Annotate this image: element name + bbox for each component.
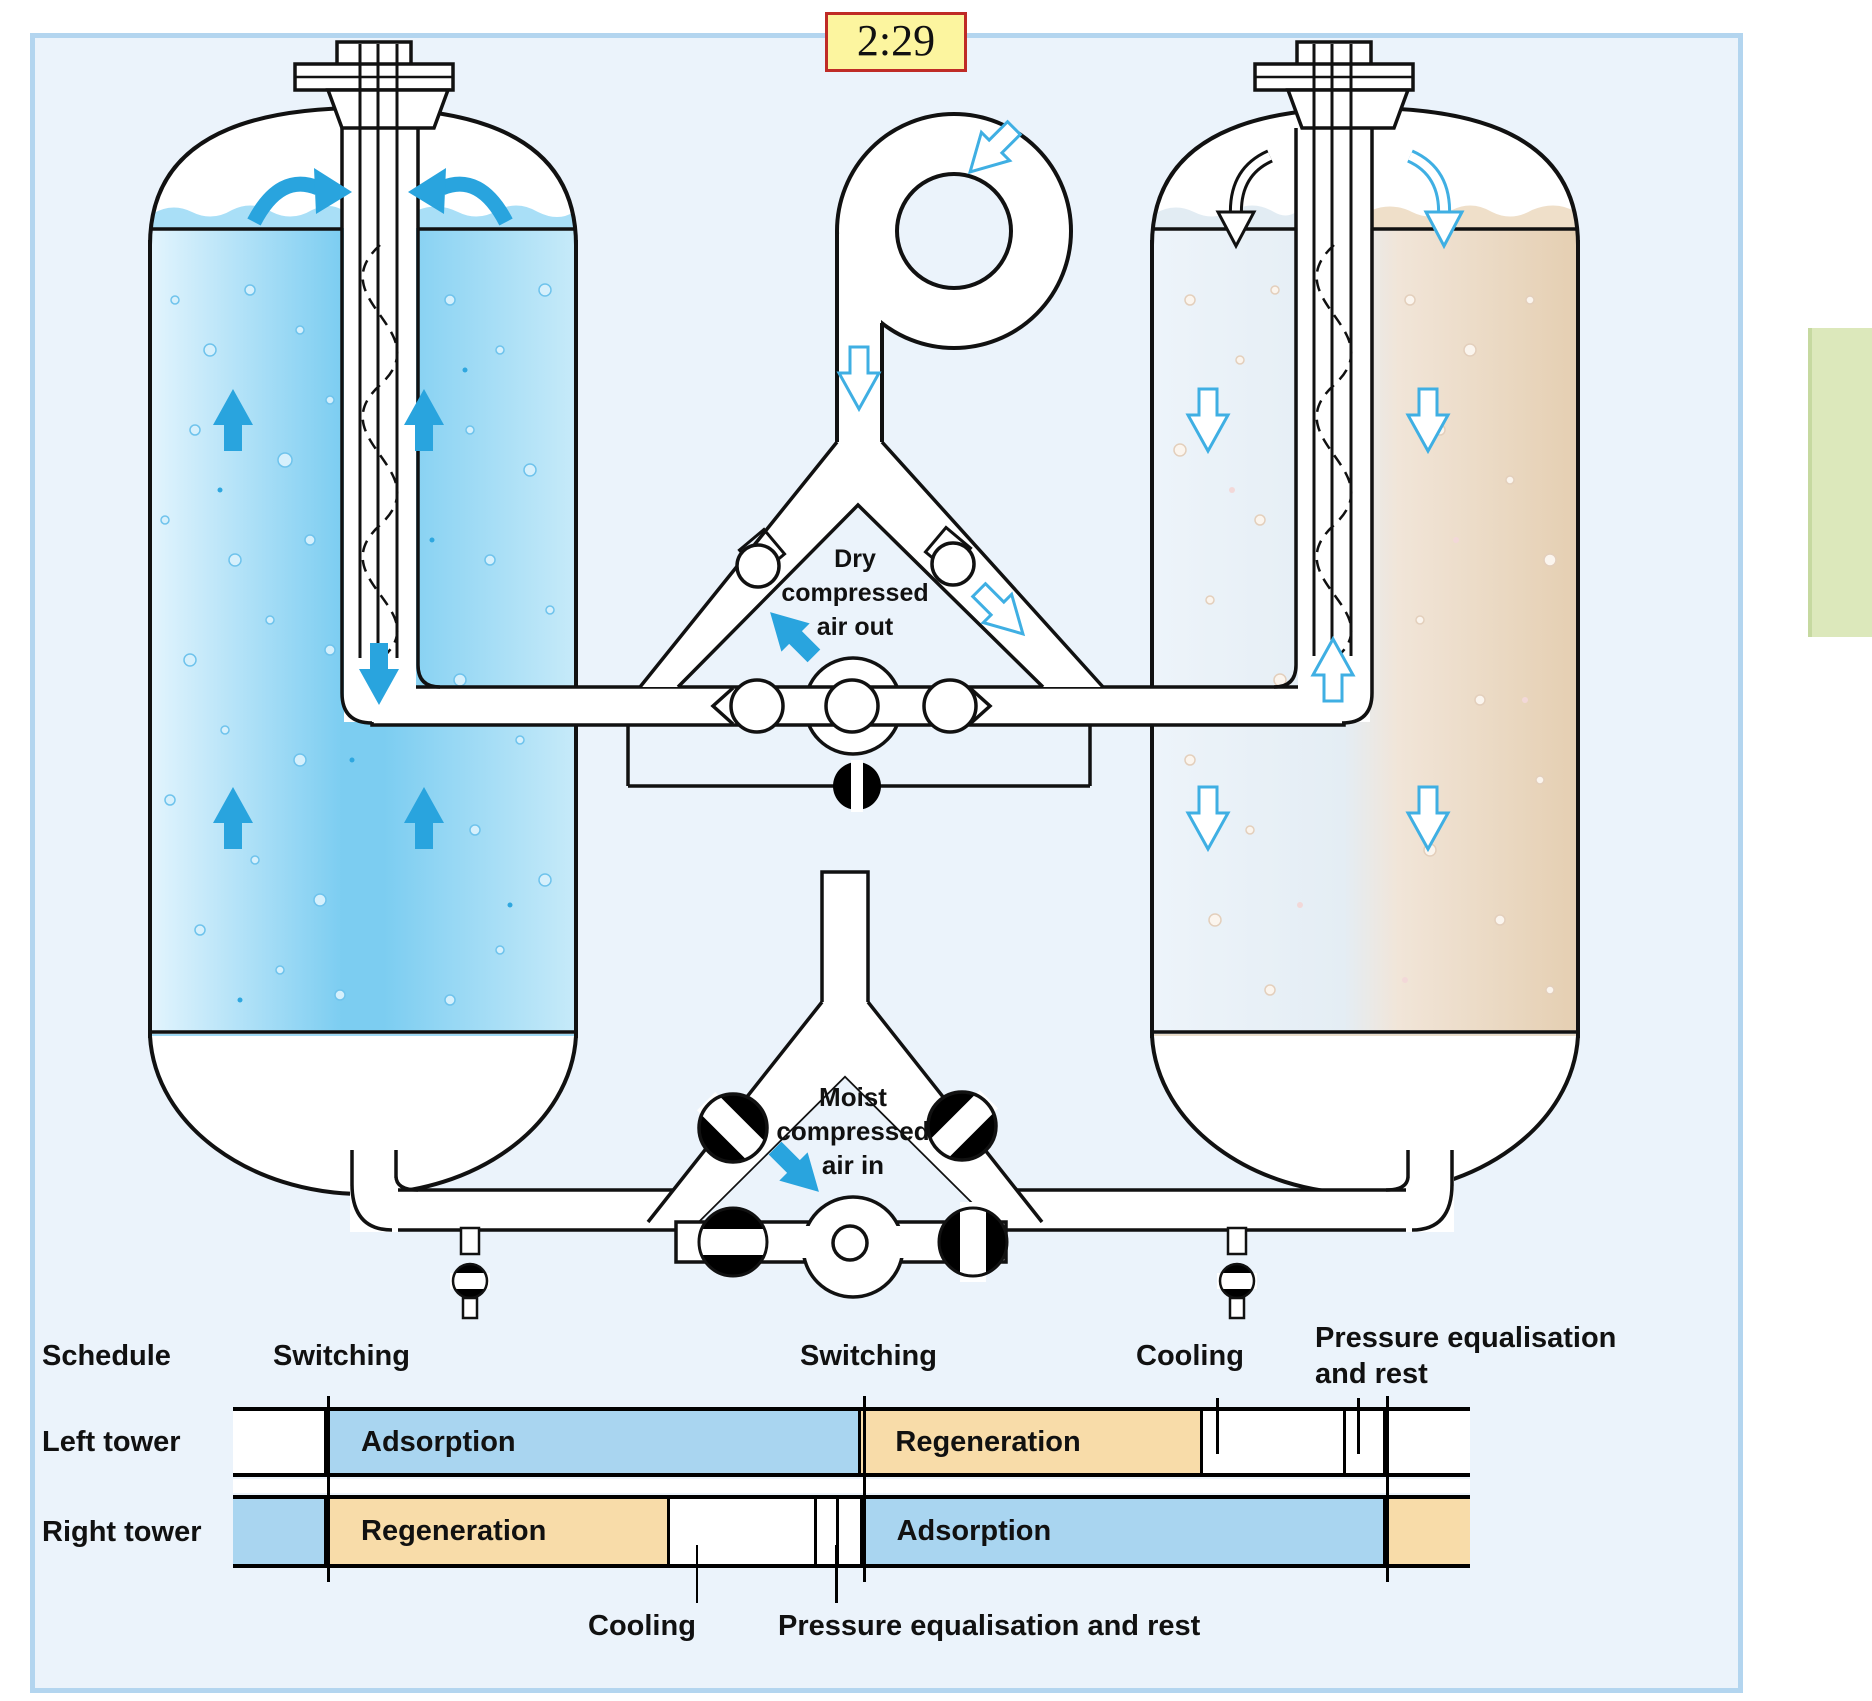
inlet-valve-center xyxy=(831,1224,869,1262)
exhaust-valve-left xyxy=(693,1206,773,1278)
schedule-segment xyxy=(669,1499,817,1564)
chevron-right-icon xyxy=(968,686,993,726)
inlet-ball-valve-left xyxy=(696,1091,770,1165)
schedule-title: Schedule xyxy=(42,1340,171,1372)
right-center-channel xyxy=(1273,44,1374,725)
exhaust-valve-right xyxy=(937,1202,1009,1282)
schedule-segment-adsorption: Adsorption xyxy=(862,1499,1386,1564)
pressure-eq-bottom-callout xyxy=(835,1545,838,1603)
outlet-valve-center xyxy=(824,678,880,734)
left-tower-row-label: Left tower xyxy=(42,1426,181,1458)
moist-air-label: Moist compressed air in xyxy=(776,1082,930,1180)
cooling-bottom-callout xyxy=(695,1545,699,1603)
cooling-top-callout xyxy=(1216,1398,1219,1454)
left-tower xyxy=(148,40,578,1197)
right-curved-arrow-blue-icon xyxy=(1406,149,1465,250)
right-tower-row-label: Right tower xyxy=(42,1516,202,1548)
purge-orifice-icon xyxy=(833,760,881,812)
schedule-segment-adsorption: Adsorption xyxy=(327,1411,862,1473)
schedule-segment xyxy=(839,1499,863,1564)
dry-air-label: Dry compressed air out xyxy=(781,545,929,641)
inlet-ball-valve-right xyxy=(925,1089,999,1163)
right-bed-bubbles xyxy=(1173,285,1557,996)
left-curved-arrow-icon xyxy=(247,176,321,226)
right-drain-valve xyxy=(1217,1226,1257,1320)
schedule-segment xyxy=(233,1499,327,1564)
chevron-left-icon xyxy=(710,686,735,726)
right-curved-arrow-black-icon xyxy=(1215,149,1274,250)
cooling-top-label: Cooling xyxy=(1136,1340,1244,1372)
schedule-segment xyxy=(816,1499,840,1564)
upper-manifold xyxy=(370,440,1346,812)
cooling-bottom-label: Cooling xyxy=(588,1610,696,1642)
pressure-eq-bottom-label: Pressure equalisation and rest xyxy=(778,1610,1201,1642)
pressure-eq-top-label: Pressure equalisation and rest xyxy=(1315,1322,1617,1390)
purge-loop xyxy=(835,112,1073,448)
switching-label-2: Switching xyxy=(800,1340,937,1372)
schedule-segment xyxy=(1385,1499,1470,1564)
left-tower-flange xyxy=(293,40,455,130)
schedule-segment-regeneration: Regeneration xyxy=(327,1499,670,1564)
upper-check-valve-left xyxy=(735,543,781,589)
schedule-segment xyxy=(1385,1411,1470,1473)
pressure-eq-top-callout xyxy=(1357,1398,1360,1454)
schedule-segment xyxy=(233,1411,327,1473)
switching-label-1: Switching xyxy=(273,1340,410,1372)
outlet-valve-right xyxy=(922,678,978,734)
flow-arrows xyxy=(213,112,1465,1207)
schedule-segment xyxy=(1346,1411,1386,1473)
upper-check-valve-right xyxy=(930,541,976,587)
left-center-channel xyxy=(340,44,441,725)
green-side-tab xyxy=(1808,328,1872,637)
outlet-valve-left xyxy=(729,678,785,734)
left-curved-arrow-icon xyxy=(439,176,513,226)
right-tower-bar: Regeneration Adsorption xyxy=(233,1495,1470,1568)
schedule-segment xyxy=(1202,1411,1347,1473)
cycle-timer: 2:29 xyxy=(825,12,967,72)
left-bed-bubbles xyxy=(160,283,555,1006)
left-drain-valve xyxy=(450,1226,490,1320)
schedule-segment-regeneration: Regeneration xyxy=(861,1411,1203,1473)
bar-gap xyxy=(233,1479,1470,1493)
lower-piping xyxy=(350,870,1454,1320)
